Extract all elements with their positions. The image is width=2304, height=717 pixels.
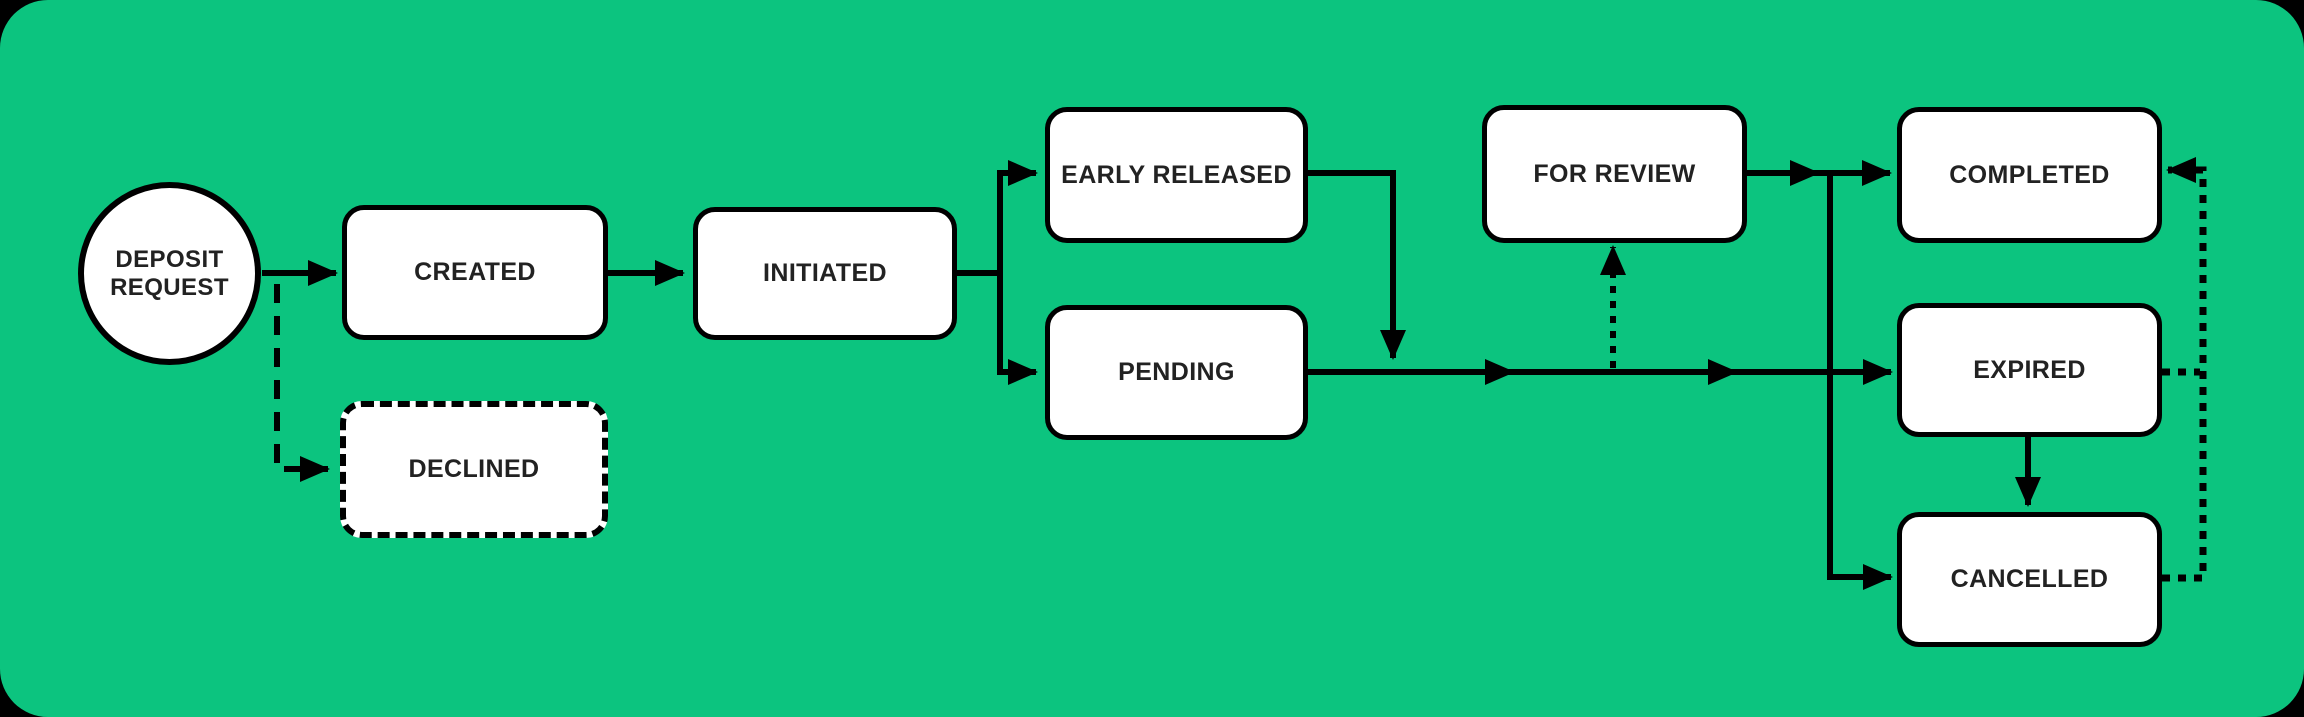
node-completed-label: COMPLETED	[1949, 160, 2110, 189]
node-cancelled-label: CANCELLED	[1950, 565, 2109, 594]
node-pending-label: PENDING	[1118, 358, 1235, 387]
node-cancelled: CANCELLED	[1897, 512, 2162, 647]
node-pending: PENDING	[1045, 305, 1308, 440]
node-created: CREATED	[342, 205, 608, 340]
node-for-review-label: FOR REVIEW	[1533, 159, 1696, 188]
node-deposit-request: DEPOSIT REQUEST	[78, 182, 261, 365]
node-for-review: FOR REVIEW	[1482, 105, 1747, 243]
node-created-label: CREATED	[414, 258, 536, 287]
node-expired-label: EXPIRED	[1973, 355, 2086, 384]
node-initiated: INITIATED	[693, 207, 957, 340]
node-deposit-request-label: DEPOSIT REQUEST	[110, 245, 229, 301]
node-declined-label: DECLINED	[408, 455, 540, 484]
node-declined: DECLINED	[340, 401, 608, 538]
node-expired: EXPIRED	[1897, 303, 2162, 437]
node-early-released: EARLY RELEASED	[1045, 107, 1308, 243]
node-completed: COMPLETED	[1897, 107, 2162, 243]
node-early-released-label: EARLY RELEASED	[1061, 160, 1292, 189]
node-initiated-label: INITIATED	[763, 259, 887, 288]
